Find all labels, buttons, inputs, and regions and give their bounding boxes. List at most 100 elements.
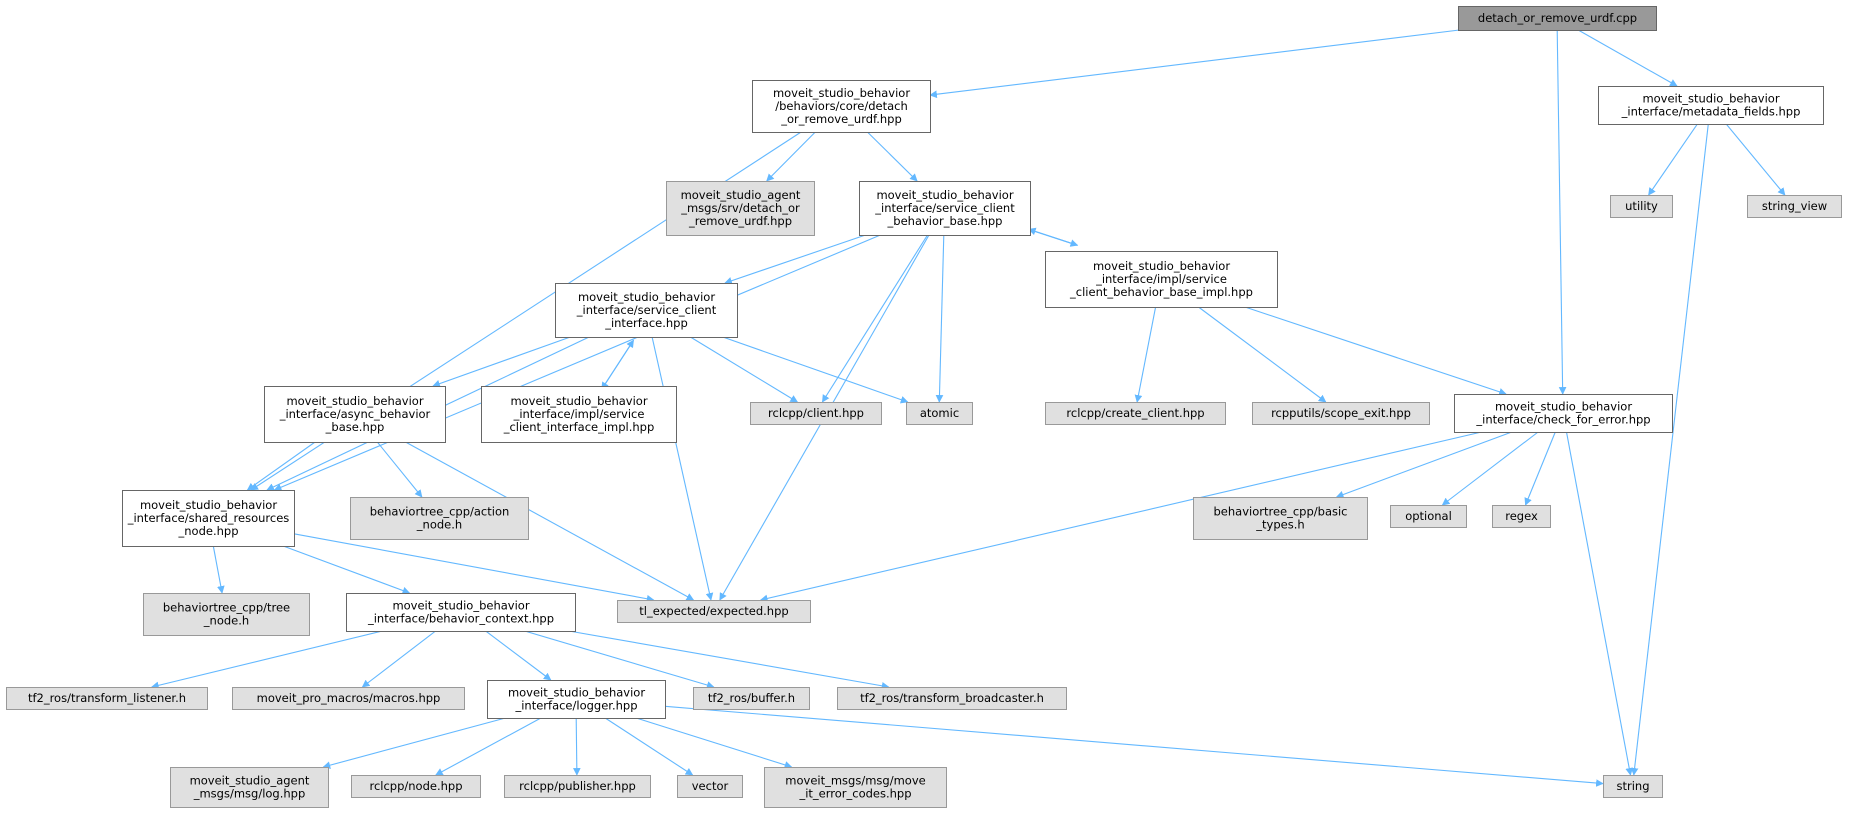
node-label-line: behaviortree_cpp/tree [163,601,290,615]
edge-svc_base_impl-to-scope_exit [1198,306,1327,403]
node-label-line: tl_expected/expected.hpp [639,604,788,618]
node-label-line: tf2_ros/transform_listener.h [28,691,186,705]
edge-root-to-core_detach [929,29,1460,99]
node-box [837,687,1067,710]
edge-check_error-to-regex [1524,431,1556,506]
node-box [1390,505,1467,528]
node-root[interactable]: detach_or_remove_urdf.cpp [1458,6,1657,31]
node-label-line: rclcpp/create_client.hpp [1066,406,1204,420]
node-box [752,80,931,133]
node-metadata[interactable]: moveit_studio_behavior_interface/metadat… [1598,86,1824,125]
node-box [859,181,1031,236]
node-node: rclcpp/node.hpp [351,775,481,798]
node-label-line: string [1616,779,1649,793]
node-label-line: _interface/check_for_error.hpp [1475,413,1650,427]
node-action-node: behaviortree_cpp/action_node.h [350,497,529,540]
node-label-line: moveit_studio_behavior [510,394,647,408]
node-error-codes: moveit_msgs/msg/move_it_error_codes.hpp [764,767,947,808]
edge-behavior_ctx-to-macros [361,630,436,688]
node-label-line: moveit_studio_behavior [392,599,529,613]
node-label-line: moveit_studio_agent [681,188,801,202]
node-async-base[interactable]: moveit_studio_behavior_interface/async_b… [264,386,446,443]
node-svc-iface[interactable]: moveit_studio_behavior_interface/service… [555,283,738,338]
node-label-line: _base.hpp [325,420,385,434]
node-label-line: _or_remove_urdf.hpp [780,112,902,126]
node-check-error[interactable]: moveit_studio_behavior_interface/check_f… [1454,394,1673,433]
node-box [677,775,743,798]
node-label-line: /behaviors/core/detach [775,99,908,113]
node-label-line: regex [1505,509,1538,523]
node-macros: moveit_pro_macros/macros.hpp [232,687,465,710]
node-layer: detach_or_remove_urdf.cpp moveit_studio_b… [6,6,1842,808]
node-regex: regex [1492,505,1551,528]
node-label-line: _interface/metadata_fields.hpp [1621,105,1801,119]
node-label-line: moveit_studio_behavior [140,498,277,512]
edge-check_error-to-optional [1441,431,1539,506]
node-shared-res[interactable]: moveit_studio_behavior_interface/shared_… [122,490,295,547]
node-label-line: tf2_ros/buffer.h [708,691,795,705]
node-box [481,386,677,443]
node-label-line: _interface/service_client [576,303,717,317]
edge-async_base-to-expected [405,441,695,601]
node-label-line: vector [692,779,729,793]
node-label-line: _interface/impl/service [1095,272,1227,286]
node-scope-exit: rcpputils/scope_exit.hpp [1252,402,1430,425]
edge-svc_base-to-shared_res [273,234,881,491]
node-label-line: _remove_urdf.hpp [688,214,792,228]
edge-svc_iface-to-expected [651,336,714,601]
node-core-detach[interactable]: moveit_studio_behavior/behaviors/core/de… [752,80,931,133]
node-label-line: moveit_studio_behavior [773,86,910,100]
node-label-line: moveit_studio_behavior [1093,259,1230,273]
node-label-line: atomic [920,406,959,420]
node-box [1454,394,1673,433]
node-box [1458,6,1657,31]
edge-logger-to-node [435,717,542,776]
edge-svc_base_impl-to-create_client [1134,306,1157,403]
node-label-line: moveit_studio_behavior [508,686,645,700]
node-box [906,402,973,425]
node-label-line: _interface/service_client [874,201,1015,215]
node-svc-iface-impl[interactable]: moveit_studio_behavior_interface/impl/se… [481,386,677,443]
node-box [122,490,295,547]
node-label-line: _interface/async_behavior [279,407,431,421]
node-label-line: _client_behavior_base_impl.hpp [1069,285,1253,299]
node-label-line: moveit_studio_behavior [1642,92,1779,106]
node-tf-broadcaster: tf2_ros/transform_broadcaster.h [837,687,1067,710]
node-label-line: rcpputils/scope_exit.hpp [1271,406,1411,420]
node-svc-base[interactable]: moveit_studio_behavior_interface/service… [859,181,1031,236]
edge-behavior_ctx-to-tf_listener [151,630,383,690]
node-label-line: behaviortree_cpp/basic [1213,505,1347,519]
edge-metadata-to-string_view [1725,123,1786,196]
edge-shared_res-to-expected [293,533,655,603]
node-label-line: behaviortree_cpp/action [370,505,510,519]
node-box [1747,195,1842,218]
edge-behavior_ctx-to-buffer [524,630,715,689]
node-label-line: tf2_ros/transform_broadcaster.h [860,691,1044,705]
node-label-line: _client_interface_impl.hpp [503,420,655,434]
edge-metadata-to-string [1630,123,1709,776]
edge-check_error-to-basic_types [1335,431,1512,499]
node-logger[interactable]: moveit_studio_behavior_interface/logger.… [487,680,666,719]
edge-logger-to-error_codes [636,717,793,769]
node-box [6,687,208,710]
node-log-msg: moveit_studio_agent_msgs/msg/log.hpp [170,767,329,808]
edge-core_detach-to-srv_detach [766,131,816,182]
edge-svc_iface_impl-to-svc_iface [601,339,634,390]
node-box [170,767,329,808]
node-box [1598,86,1824,125]
node-box [693,687,810,710]
node-box [264,386,446,443]
node-label-line: moveit_msgs/msg/move [785,774,925,788]
edge-async_base-to-action_node [376,441,423,498]
node-label-line: string_view [1762,199,1827,213]
edge-shared_res-to-behavior_ctx [283,545,411,595]
node-label-line: rclcpp/client.hpp [768,406,864,420]
node-vector: vector [677,775,743,798]
node-label-line: moveit_studio_agent [190,774,310,788]
edge-logger-to-vector [604,717,694,776]
node-behavior-ctx[interactable]: moveit_studio_behavior_interface/behavio… [346,593,576,632]
node-svc-base-impl[interactable]: moveit_studio_behavior_interface/impl/se… [1045,251,1278,308]
node-box [504,775,651,798]
node-publisher: rclcpp/publisher.hpp [504,775,651,798]
